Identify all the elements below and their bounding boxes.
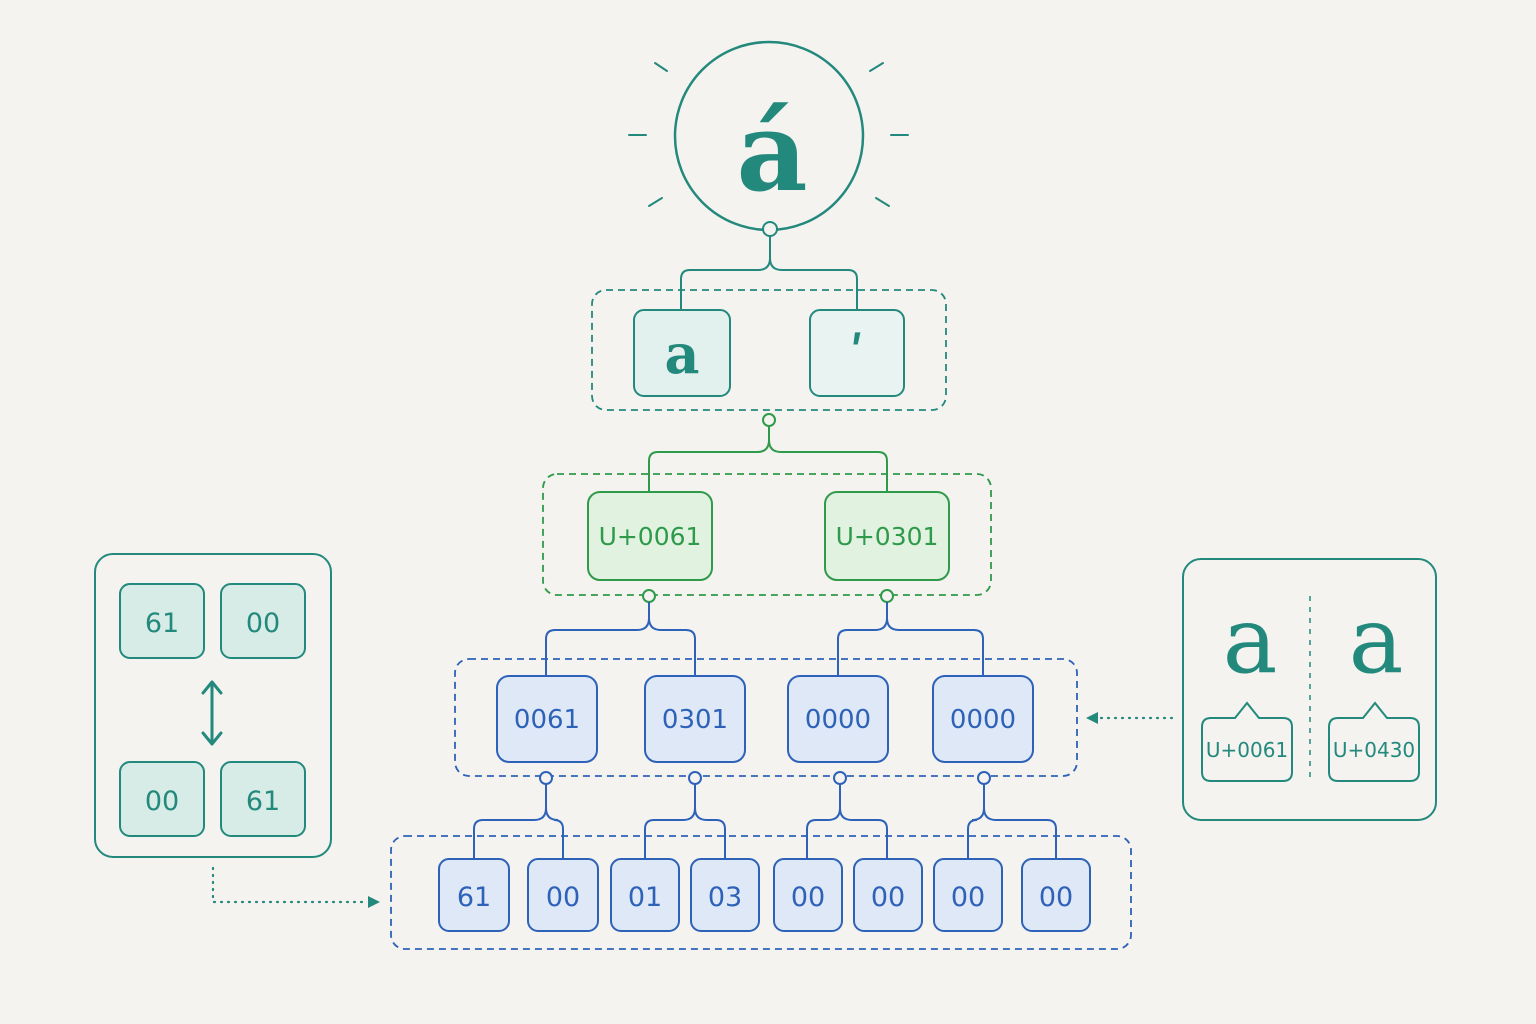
grapheme-base-letter: a bbox=[665, 322, 700, 386]
endianness-panel: 61 00 00 61 bbox=[94, 553, 332, 858]
sparkle-rays-icon bbox=[628, 62, 909, 207]
connector-root-graphemes bbox=[680, 236, 858, 312]
codeunit-box: 0301 bbox=[644, 675, 746, 763]
codeunit-label: 0061 bbox=[514, 705, 580, 735]
endian-byte-label: 00 bbox=[246, 608, 280, 639]
homoglyph-latin-glyph: a bbox=[1223, 587, 1278, 694]
codeunit-box: 0000 bbox=[932, 675, 1034, 763]
root-glyph-node: á bbox=[628, 40, 909, 237]
dotted-arrow-left-icon bbox=[1086, 712, 1174, 724]
byte-box: 00 bbox=[853, 858, 923, 932]
byte-box: 61 bbox=[438, 858, 510, 932]
homoglyph-code-label: U+0061 bbox=[1206, 738, 1288, 762]
connector-graphemes-codepoints bbox=[648, 426, 888, 494]
endian-byte-box: 00 bbox=[220, 583, 306, 659]
byte-label: 00 bbox=[871, 882, 905, 913]
codeunit-label: 0000 bbox=[950, 705, 1016, 735]
homoglyph-code-tag: U+0061 bbox=[1201, 701, 1293, 782]
endian-byte-label: 00 bbox=[145, 786, 179, 817]
grapheme-combining-accent: ʹ bbox=[849, 325, 864, 384]
byte-label: 00 bbox=[791, 882, 825, 913]
byte-label: 00 bbox=[1039, 882, 1073, 913]
grapheme-group: a ʹ bbox=[591, 289, 947, 427]
dotted-arrow-icon bbox=[211, 866, 380, 908]
double-arrow-vertical-icon bbox=[201, 680, 223, 746]
byte-box: 03 bbox=[690, 858, 760, 932]
byte-label: 00 bbox=[951, 882, 985, 913]
codeunit-group: 0061 0301 0000 0000 bbox=[454, 658, 1078, 785]
byte-box: 00 bbox=[933, 858, 1003, 932]
endian-byte-label: 61 bbox=[145, 608, 179, 639]
codepoint-label: U+0061 bbox=[599, 522, 702, 551]
grapheme-box-accent: ʹ bbox=[809, 309, 905, 397]
byte-label: 61 bbox=[457, 882, 491, 913]
homoglyph-code-label: U+0430 bbox=[1333, 738, 1415, 762]
byte-group: 61 00 01 03 00 00 00 00 bbox=[390, 835, 1132, 950]
byte-label: 03 bbox=[708, 882, 742, 913]
codepoint-group: U+0061 U+0301 bbox=[542, 473, 992, 603]
byte-box: 00 bbox=[773, 858, 843, 932]
codeunit-label: 0000 bbox=[805, 705, 871, 735]
homoglyph-panel: a a U+0061 U+0430 bbox=[1182, 558, 1437, 821]
codeunit-box: 0061 bbox=[496, 675, 598, 763]
homoglyph-code-tag: U+0430 bbox=[1328, 701, 1420, 782]
byte-label: 01 bbox=[628, 882, 662, 913]
codepoint-box: U+0061 bbox=[587, 491, 713, 581]
endian-byte-label: 61 bbox=[246, 786, 280, 817]
root-glyph: á bbox=[736, 87, 807, 216]
endian-byte-box: 00 bbox=[119, 761, 205, 837]
endian-byte-box: 61 bbox=[220, 761, 306, 837]
byte-label: 00 bbox=[546, 882, 580, 913]
connector-codeunits-bytes bbox=[473, 784, 1057, 860]
codepoint-box: U+0301 bbox=[824, 491, 950, 581]
byte-box: 00 bbox=[1021, 858, 1091, 932]
codepoint-label: U+0301 bbox=[836, 522, 939, 551]
endian-byte-box: 61 bbox=[119, 583, 205, 659]
codeunit-box: 0000 bbox=[787, 675, 889, 763]
grapheme-box-base: a bbox=[633, 309, 731, 397]
byte-box: 01 bbox=[610, 858, 680, 932]
homoglyph-cyrillic-glyph: a bbox=[1349, 587, 1404, 694]
byte-box: 00 bbox=[527, 858, 599, 932]
codeunit-label: 0301 bbox=[662, 705, 728, 735]
connector-codepoints-codeunits bbox=[545, 602, 984, 678]
